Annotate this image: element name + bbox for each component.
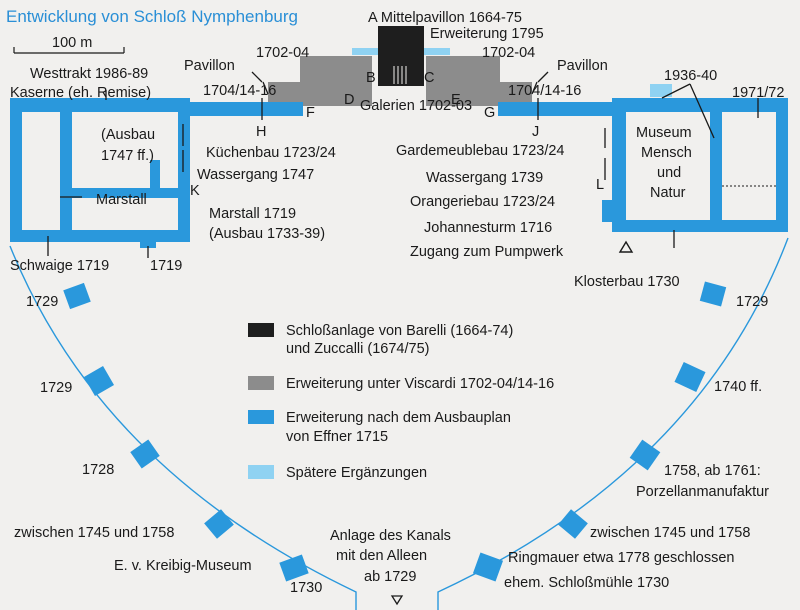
zugang-arrow	[618, 240, 634, 253]
label-right-zwischen: zwischen 1745 und 1758	[590, 525, 750, 541]
legend-black-2: und Zuccalli (1674/75)	[286, 341, 429, 357]
label-g: G	[484, 105, 495, 121]
label-kuechenbau: Küchenbau 1723/24	[206, 145, 336, 161]
label-j: J	[532, 124, 539, 140]
label-kanal-3: ab 1729	[364, 569, 416, 585]
scale-label: 100 m	[52, 35, 92, 51]
label-museum-2: Mensch	[641, 145, 692, 161]
marker-ticks	[47, 71, 759, 258]
legend-swatch-light-blue	[248, 465, 274, 479]
kanal-arrow	[390, 595, 404, 606]
label-westtrakt: Westtrakt 1986-89	[30, 66, 148, 82]
label-d: D	[344, 92, 354, 108]
label-pavillon-right: Pavillon	[557, 58, 608, 74]
label-kaserne: Kaserne (eh. Remise)	[10, 85, 151, 101]
diagram-title: Entwicklung von Schloß Nymphenburg	[6, 7, 298, 26]
label-b: B	[366, 70, 376, 86]
west-labels: Westtrakt 1986-89 Kaserne (eh. Remise) (…	[10, 66, 336, 274]
later-additions	[352, 48, 672, 97]
label-date-1704-left: 1704/14-16	[203, 83, 276, 99]
label-pavillon-left: Pavillon	[184, 58, 235, 74]
legend-gray: Erweiterung unter Viscardi 1702-04/14-16	[286, 376, 554, 392]
label-ausbau-2: 1747 ff.)	[101, 148, 154, 164]
label-marstall-1719: Marstall 1719	[209, 206, 296, 222]
label-1719: 1719	[150, 258, 182, 274]
label-klosterbau: Klosterbau 1730	[574, 274, 680, 290]
label-left-1730: 1730	[290, 580, 322, 596]
label-porzellan: Porzellanmanufaktur	[636, 484, 769, 500]
label-l: L	[596, 177, 604, 193]
palace-labels: A Mittelpavillon 1664-75 Erweiterung 179…	[184, 10, 608, 140]
ring-buildings	[63, 281, 727, 582]
legend-blue-1: Erweiterung nach dem Ausbauplan	[286, 410, 511, 426]
label-kanal-1: Anlage des Kanals	[330, 528, 451, 544]
mittelpavillon	[378, 26, 424, 86]
label-zugang: Zugang zum Pumpwerk	[410, 244, 564, 260]
label-schlossmuehle: ehem. Schloßmühle 1730	[504, 575, 669, 591]
label-a-mittelpavillon: A Mittelpavillon 1664-75	[368, 10, 522, 26]
label-wassergang-1747: Wassergang 1747	[197, 167, 314, 183]
label-left-1729-a: 1729	[26, 294, 58, 310]
legend: Schloßanlage von Barelli (1664-74) und Z…	[248, 323, 554, 481]
ring-labels: 1729 1729 1728 zwischen 1745 und 1758 E.…	[14, 294, 769, 596]
label-wassergang-1739: Wassergang 1739	[426, 170, 543, 186]
label-marstall: Marstall	[96, 192, 147, 208]
label-date-1702-right: 1702-04	[482, 45, 535, 61]
label-1971: 1971/72	[732, 85, 784, 101]
label-h: H	[256, 124, 266, 140]
label-date-1704-right: 1704/14-16	[508, 83, 581, 99]
label-museum-3: und	[657, 165, 681, 181]
label-1936: 1936-40	[664, 68, 717, 84]
label-schwaige: Schwaige 1719	[10, 258, 109, 274]
label-galerien: Galerien 1702-03	[360, 98, 472, 114]
label-kreibig: E. v. Kreibig-Museum	[114, 558, 252, 574]
scale-bar: 100 m	[13, 35, 125, 54]
east-labels: Gardemeublebau 1723/24 Wassergang 1739 O…	[396, 68, 784, 290]
legend-swatch-blue	[248, 410, 274, 424]
label-johannesturm: Johannesturm 1716	[424, 220, 552, 236]
label-ausbau-1733: (Ausbau 1733-39)	[209, 226, 325, 242]
label-kanal-2: mit den Alleen	[336, 548, 427, 564]
viscardi-extension	[268, 56, 532, 106]
label-museum-4: Natur	[650, 185, 686, 201]
label-date-1702-left: 1702-04	[256, 45, 309, 61]
label-right-1729: 1729	[736, 294, 768, 310]
label-left-1729-b: 1729	[40, 380, 72, 396]
legend-light-blue: Spätere Ergänzungen	[286, 465, 427, 481]
label-f: F	[306, 105, 315, 121]
label-gardemeublebau: Gardemeublebau 1723/24	[396, 143, 565, 159]
label-k: K	[190, 183, 200, 199]
label-ausbau-1: (Ausbau	[101, 127, 155, 143]
legend-blue-2: von Effner 1715	[286, 429, 388, 445]
label-ringmauer: Ringmauer etwa 1778 geschlossen	[508, 550, 735, 566]
label-erweiterung-1795: Erweiterung 1795	[430, 26, 544, 42]
legend-swatch-gray	[248, 376, 274, 390]
label-left-zwischen: zwischen 1745 und 1758	[14, 525, 174, 541]
effner-extension	[10, 98, 788, 248]
legend-black-1: Schloßanlage von Barelli (1664-74)	[286, 323, 513, 339]
label-e: E	[451, 92, 461, 108]
label-right-1758: 1758, ab 1761:	[664, 463, 761, 479]
label-museum-1: Museum	[636, 125, 692, 141]
legend-swatch-black	[248, 323, 274, 337]
label-c: C	[424, 70, 434, 86]
label-right-1740: 1740 ff.	[714, 379, 762, 395]
label-orangeriebau: Orangeriebau 1723/24	[410, 194, 555, 210]
label-left-1728: 1728	[82, 462, 114, 478]
